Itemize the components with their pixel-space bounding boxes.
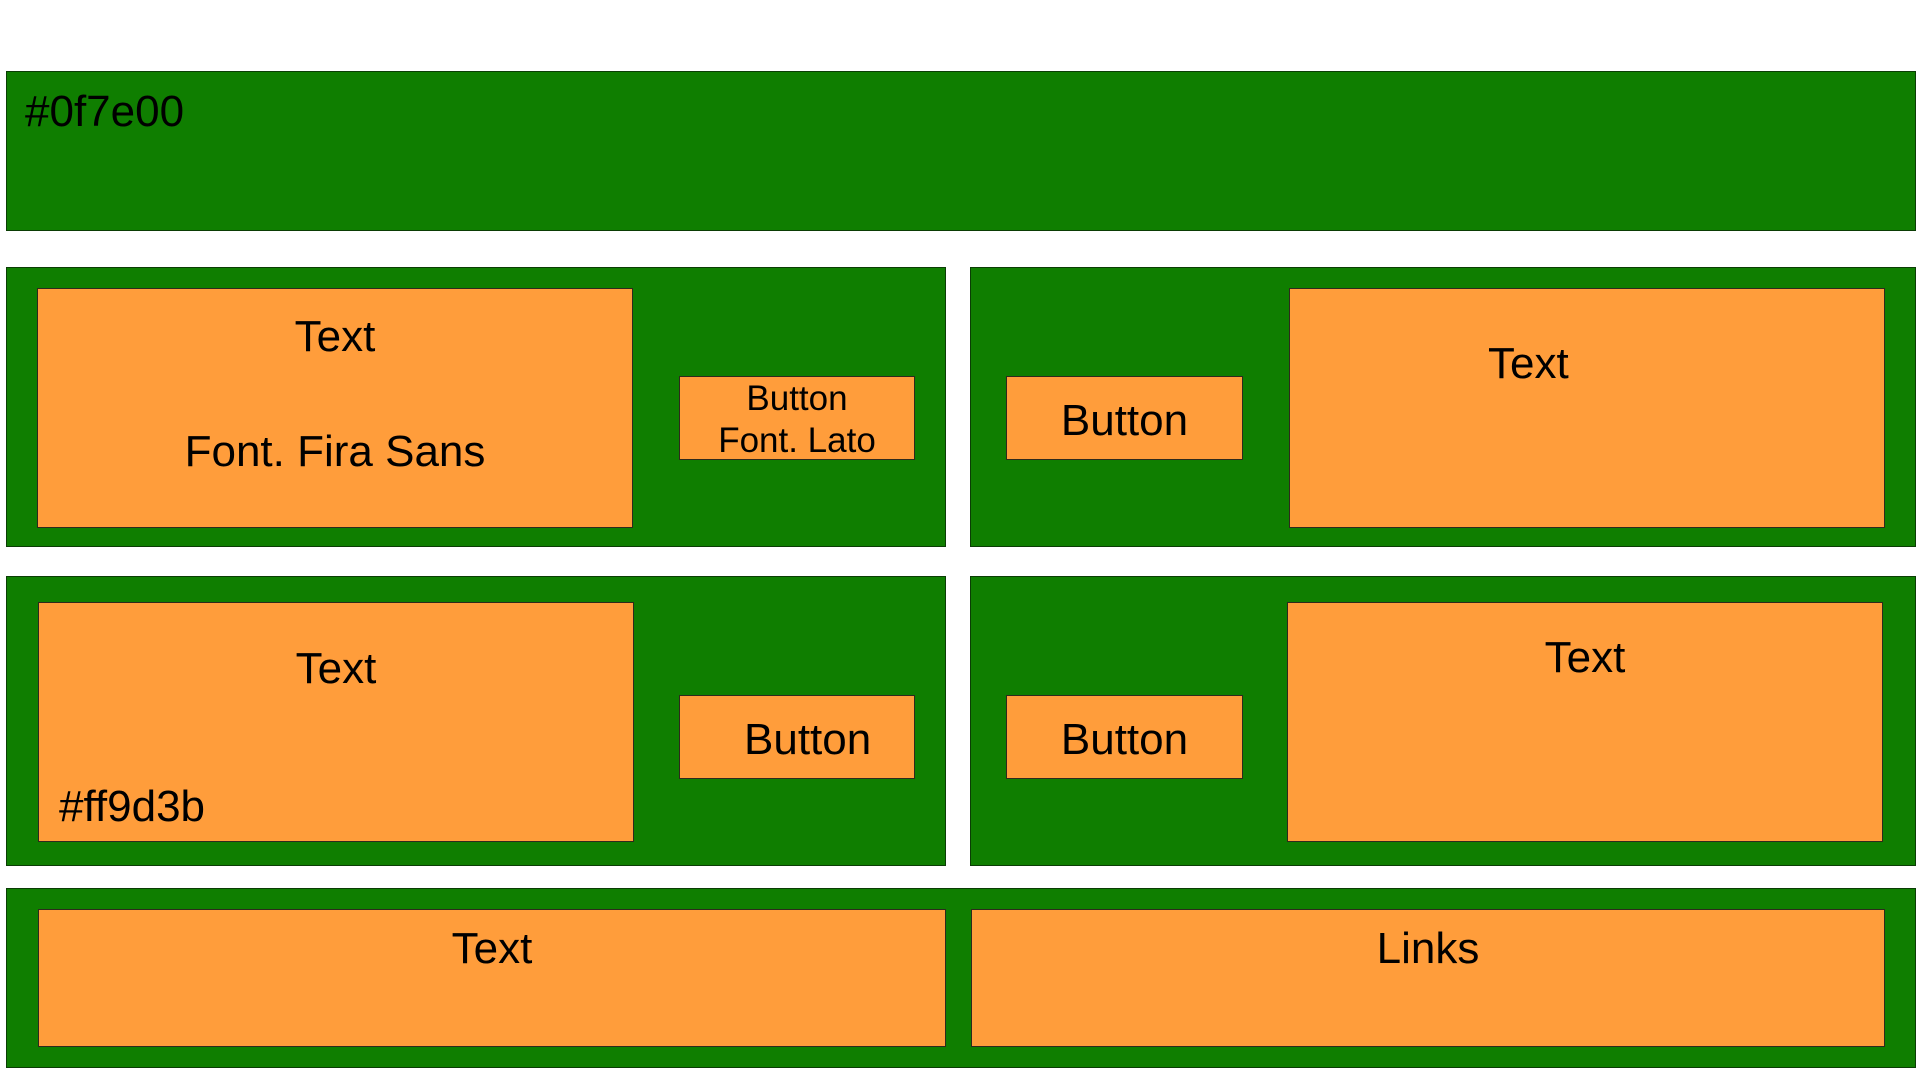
footer-links-title: Links xyxy=(1376,924,1480,973)
header-panel: #0f7e00 xyxy=(6,71,1916,231)
footer-text-box: Text xyxy=(38,909,946,1047)
row1-right-text-title: Text xyxy=(1488,339,1569,388)
row1-right-button[interactable]: Button xyxy=(1006,376,1243,460)
row2-left-text-box: Text #ff9d3b xyxy=(38,602,634,842)
row2-left-panel: Text #ff9d3b Button xyxy=(6,576,946,866)
row1-left-text-title: Text xyxy=(294,312,376,361)
footer-text-title: Text xyxy=(451,924,533,973)
row2-right-text-box: Text xyxy=(1287,602,1883,842)
row2-right-panel: Button Text xyxy=(970,576,1916,866)
row2-right-button-label: Button xyxy=(1060,715,1189,764)
row2-left-color-label: #ff9d3b xyxy=(59,782,206,831)
row1-right-panel: Button Text xyxy=(970,267,1916,547)
row1-left-panel: Text Font. Fira Sans Button Font. Lato xyxy=(6,267,946,547)
row2-left-button[interactable]: Button xyxy=(679,695,915,779)
row2-left-button-label: Button xyxy=(744,715,872,764)
row1-right-text-box: Text xyxy=(1289,288,1885,528)
row1-left-button-font-note: Font. Lato xyxy=(718,421,876,460)
row1-right-button-label: Button xyxy=(1060,396,1189,445)
footer-links-box: Links xyxy=(971,909,1885,1047)
row1-left-text-font-note: Font. Fira Sans xyxy=(184,427,486,476)
row1-left-text-box: Text Font. Fira Sans xyxy=(37,288,633,528)
header-color-label: #0f7e00 xyxy=(25,87,185,136)
footer-panel: Text Links xyxy=(6,888,1916,1068)
row2-left-text-title: Text xyxy=(295,644,377,693)
row2-right-button[interactable]: Button xyxy=(1006,695,1243,779)
row2-right-text-title: Text xyxy=(1544,633,1626,682)
row1-left-button-label: Button xyxy=(746,379,848,418)
row1-left-button[interactable]: Button Font. Lato xyxy=(679,376,915,460)
